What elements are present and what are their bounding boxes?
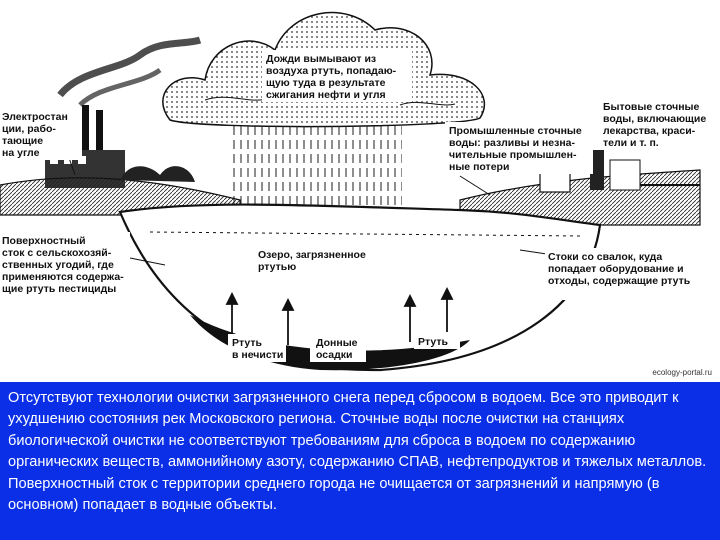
mercury-release-arrows	[225, 286, 454, 345]
label-mercury-right: Ртуть	[414, 333, 460, 349]
caption-text: Отсутствуют технологии очистки загрязнен…	[8, 390, 707, 514]
svg-text:Ртуть: Ртуть	[418, 336, 449, 348]
caption-panel: Отсутствуют технологии очистки загрязнен…	[0, 382, 720, 540]
watermark: ecology-portal.ru	[652, 368, 712, 377]
